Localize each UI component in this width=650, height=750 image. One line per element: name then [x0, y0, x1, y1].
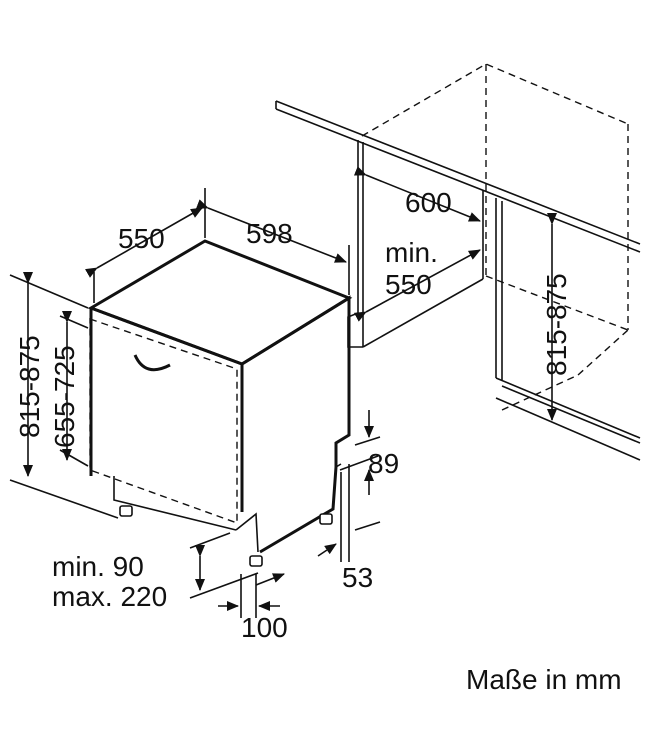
niche-height-label: 815-875 — [541, 273, 572, 376]
dimension-lines — [9, 166, 557, 618]
niche-width-label: 600 — [405, 187, 452, 218]
depth-label: 550 — [118, 223, 165, 254]
foot-height-label-line1: min. 90 — [52, 551, 144, 582]
dishwasher-feet — [119, 505, 333, 567]
foot-offset-label: 100 — [241, 612, 288, 643]
total-height-label: 815-875 — [14, 335, 45, 438]
plinth-top-label: 89 — [368, 448, 399, 479]
niche-depth-label-line2: 550 — [385, 269, 432, 300]
body-height-label: 655-725 — [49, 345, 80, 448]
foot-height-label-line2: max. 220 — [52, 581, 167, 612]
unit-note: Maße in mm — [466, 664, 622, 695]
dishwasher-body — [87, 239, 353, 567]
niche-depth-label-line1: min. — [385, 237, 438, 268]
width-label: 598 — [246, 218, 293, 249]
plinth-bottom-label: 53 — [342, 562, 373, 593]
installation-niche — [275, 63, 641, 461]
